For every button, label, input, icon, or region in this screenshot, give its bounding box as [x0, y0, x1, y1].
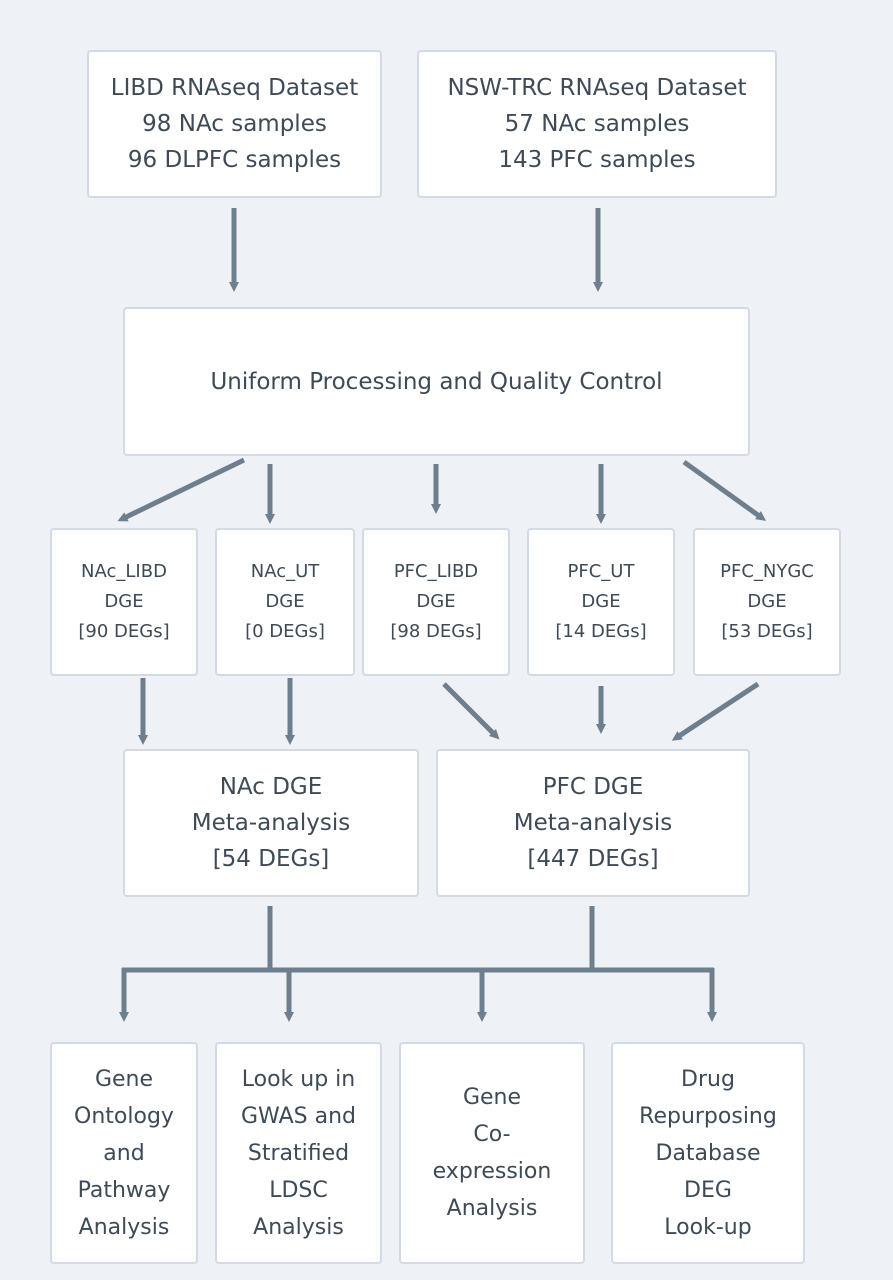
- box-text-line: Gene: [94, 1066, 154, 1092]
- box-text-line: PFC_LIBD: [393, 561, 479, 582]
- box-text-line: Look-up: [664, 1214, 752, 1240]
- box-text-line: PFC DGE: [542, 774, 644, 800]
- pfc-nygc-dge-box: PFC_NYGC DGE [53 DEGs]: [693, 528, 841, 676]
- box-text-line: NAc_UT: [250, 561, 320, 582]
- box-text-line: DEG: [684, 1177, 732, 1203]
- box-text-line: Stratified: [247, 1140, 350, 1166]
- box-text-line: and: [103, 1140, 145, 1166]
- processing-box: Uniform Processing and Quality Control: [123, 307, 750, 456]
- arrow-processing-to-pfc-nygc: [682, 459, 767, 521]
- box-text-line: PFC_NYGC: [720, 561, 814, 582]
- arrow-processing-to-nac-libd: [117, 457, 246, 522]
- box-text-line: 96 DLPFC samples: [127, 147, 342, 173]
- box-text-line: expression: [432, 1159, 552, 1184]
- libd-dataset-box: LIBD RNAseq Dataset 98 NAc samples 96 DLPF…: [87, 50, 382, 198]
- box-text-line: GWAS and: [241, 1103, 356, 1129]
- box-text-line: Repurposing: [639, 1103, 777, 1129]
- box-text-line: Gene: [462, 1085, 522, 1110]
- box-text-line: PFC_UT: [567, 561, 635, 582]
- box-text-line: DGE: [416, 591, 456, 612]
- pfc-ut-dge-box: PFC_UT DGE [14 DEGs]: [527, 528, 675, 676]
- box-text-line: Analysis: [78, 1214, 170, 1240]
- box-text-line: LIBD RNAseq Dataset: [110, 75, 359, 101]
- box-text-line: [53 DEGs]: [721, 621, 813, 642]
- arrow-pfc-nygc-to-pfc-meta: [671, 681, 760, 741]
- box-text-line: Database: [655, 1140, 761, 1166]
- box-text-line: DGE: [747, 591, 787, 612]
- box-text-line: DGE: [104, 591, 144, 612]
- box-text-line: Pathway: [77, 1177, 171, 1203]
- nswtrc-dataset-box: NSW-TRC RNAseq Dataset 57 NAc samples 143 …: [417, 50, 777, 198]
- box-text-line: Drug: [681, 1066, 735, 1092]
- box-text-line: 57 NAc samples: [504, 111, 690, 137]
- box-text-line: DGE: [581, 591, 621, 612]
- box-text-line: 143 PFC samples: [498, 147, 696, 173]
- nac-ut-dge-box: NAc_UT DGE [0 DEGs]: [215, 528, 355, 676]
- box-text-line: DGE: [265, 591, 305, 612]
- box-text-line: LDSC: [269, 1177, 328, 1203]
- box-text-line: [90 DEGs]: [78, 621, 170, 642]
- box-text-line: Co-: [473, 1122, 511, 1147]
- nac-libd-dge-box: NAc_LIBD DGE [90 DEGs]: [50, 528, 198, 676]
- nac-meta-analysis-box: NAc DGE Meta-analysis [54 DEGs]: [123, 749, 419, 897]
- box-text-line: Meta-analysis: [513, 810, 673, 836]
- box-text-line: [54 DEGs]: [212, 846, 330, 872]
- box-text-line: Analysis: [446, 1196, 538, 1221]
- box-text-line: Look up in: [241, 1066, 356, 1092]
- box-text-line: [14 DEGs]: [555, 621, 647, 642]
- box-text-line: Meta-analysis: [191, 810, 351, 836]
- box-text-line: Analysis: [253, 1214, 344, 1240]
- box-text-line: Uniform Processing and Quality Control: [210, 368, 663, 395]
- box-text-line: NAc_LIBD: [81, 561, 167, 582]
- pfc-libd-dge-box: PFC_LIBD DGE [98 DEGs]: [362, 528, 510, 676]
- box-text-line: [447 DEGs]: [527, 846, 659, 872]
- box-text-line: [98 DEGs]: [390, 621, 482, 642]
- box-text-line: [0 DEGs]: [245, 621, 325, 642]
- arrow-pfc-libd-to-pfc-meta: [442, 682, 500, 740]
- box-text-line: 98 NAc samples: [142, 111, 327, 137]
- box-text-line: NSW-TRC RNAseq Dataset: [447, 75, 747, 101]
- pfc-meta-analysis-box: PFC DGE Meta-analysis [447 DEGs]: [436, 749, 750, 897]
- box-text-line: NAc DGE: [219, 774, 323, 800]
- box-text-line: Ontology: [74, 1103, 174, 1129]
